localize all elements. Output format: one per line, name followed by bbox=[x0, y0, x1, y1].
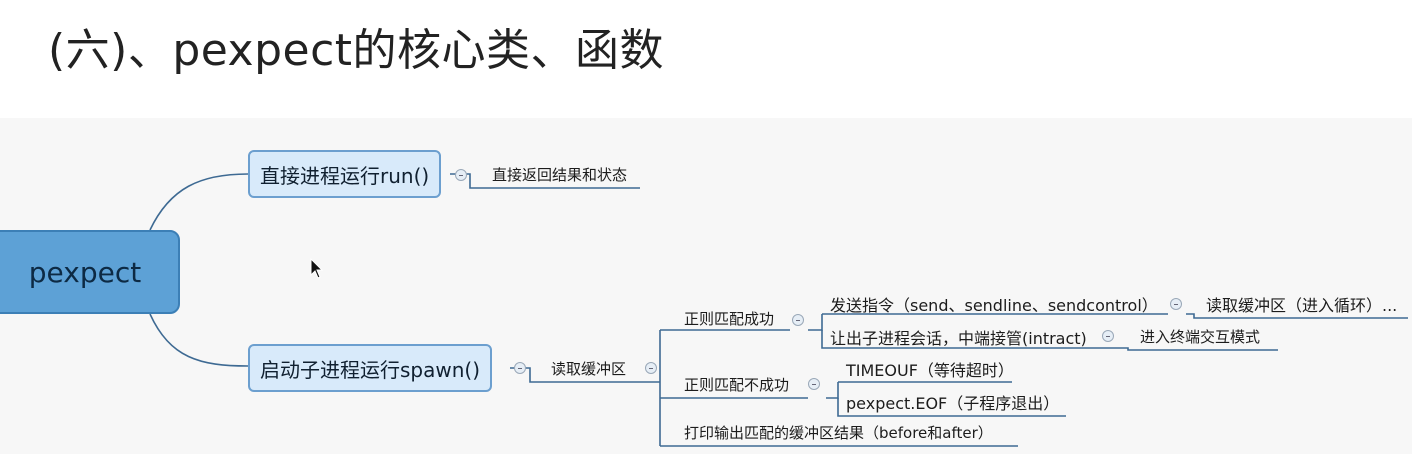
page-title: (六)、pexpect的核心类、函数 bbox=[48, 25, 665, 76]
collapse-icon[interactable] bbox=[792, 314, 804, 326]
collapse-icon[interactable] bbox=[645, 362, 657, 374]
node-print-buffer[interactable]: 打印输出匹配的缓冲区结果（before和after） bbox=[684, 424, 993, 442]
node-terminal-mode[interactable]: 进入终端交互模式 bbox=[1140, 328, 1261, 346]
node-spawn[interactable]: 启动子进程运行spawn() bbox=[248, 344, 493, 392]
collapse-icon[interactable] bbox=[514, 362, 526, 374]
collapse-icon[interactable] bbox=[455, 169, 467, 181]
node-send-command[interactable]: 发送指令（send、sendline、sendcontrol） bbox=[830, 296, 1158, 315]
node-timeout[interactable]: TIMEOUF（等待超时） bbox=[846, 361, 1014, 380]
node-interact[interactable]: 让出子进程会话，中端接管(intract) bbox=[830, 329, 1087, 348]
node-eof[interactable]: pexpect.EOF（子程序退出） bbox=[846, 394, 1060, 413]
connector-read-loop bbox=[1186, 313, 1408, 319]
connector-terminal-mode bbox=[1116, 347, 1278, 351]
collapse-icon[interactable] bbox=[808, 378, 820, 390]
collapse-icon[interactable] bbox=[1170, 298, 1182, 310]
mouse-cursor-icon bbox=[310, 258, 324, 279]
mindmap-connectors bbox=[149, 173, 1408, 447]
node-match-success[interactable]: 正则匹配成功 bbox=[684, 310, 775, 328]
connector-eof bbox=[837, 398, 1066, 417]
root-node-pexpect[interactable]: pexpect bbox=[0, 230, 180, 314]
node-read-loop[interactable]: 读取缓冲区（进入循环）... bbox=[1206, 296, 1398, 315]
connector-root-spawn bbox=[149, 313, 249, 367]
node-read-buffer[interactable]: 读取缓冲区 bbox=[551, 360, 627, 378]
connector-root-run bbox=[149, 173, 249, 231]
node-run[interactable]: 直接进程运行run() bbox=[248, 150, 442, 198]
node-match-fail[interactable]: 正则匹配不成功 bbox=[684, 376, 790, 394]
node-run-result[interactable]: 直接返回结果和状态 bbox=[492, 166, 628, 184]
collapse-icon[interactable] bbox=[1102, 330, 1114, 342]
connector-interact bbox=[821, 330, 1116, 349]
mindmap-canvas: pexpect 直接进程运行run() 直接返回结果和状态 启动子进程运行spa… bbox=[0, 118, 1412, 454]
